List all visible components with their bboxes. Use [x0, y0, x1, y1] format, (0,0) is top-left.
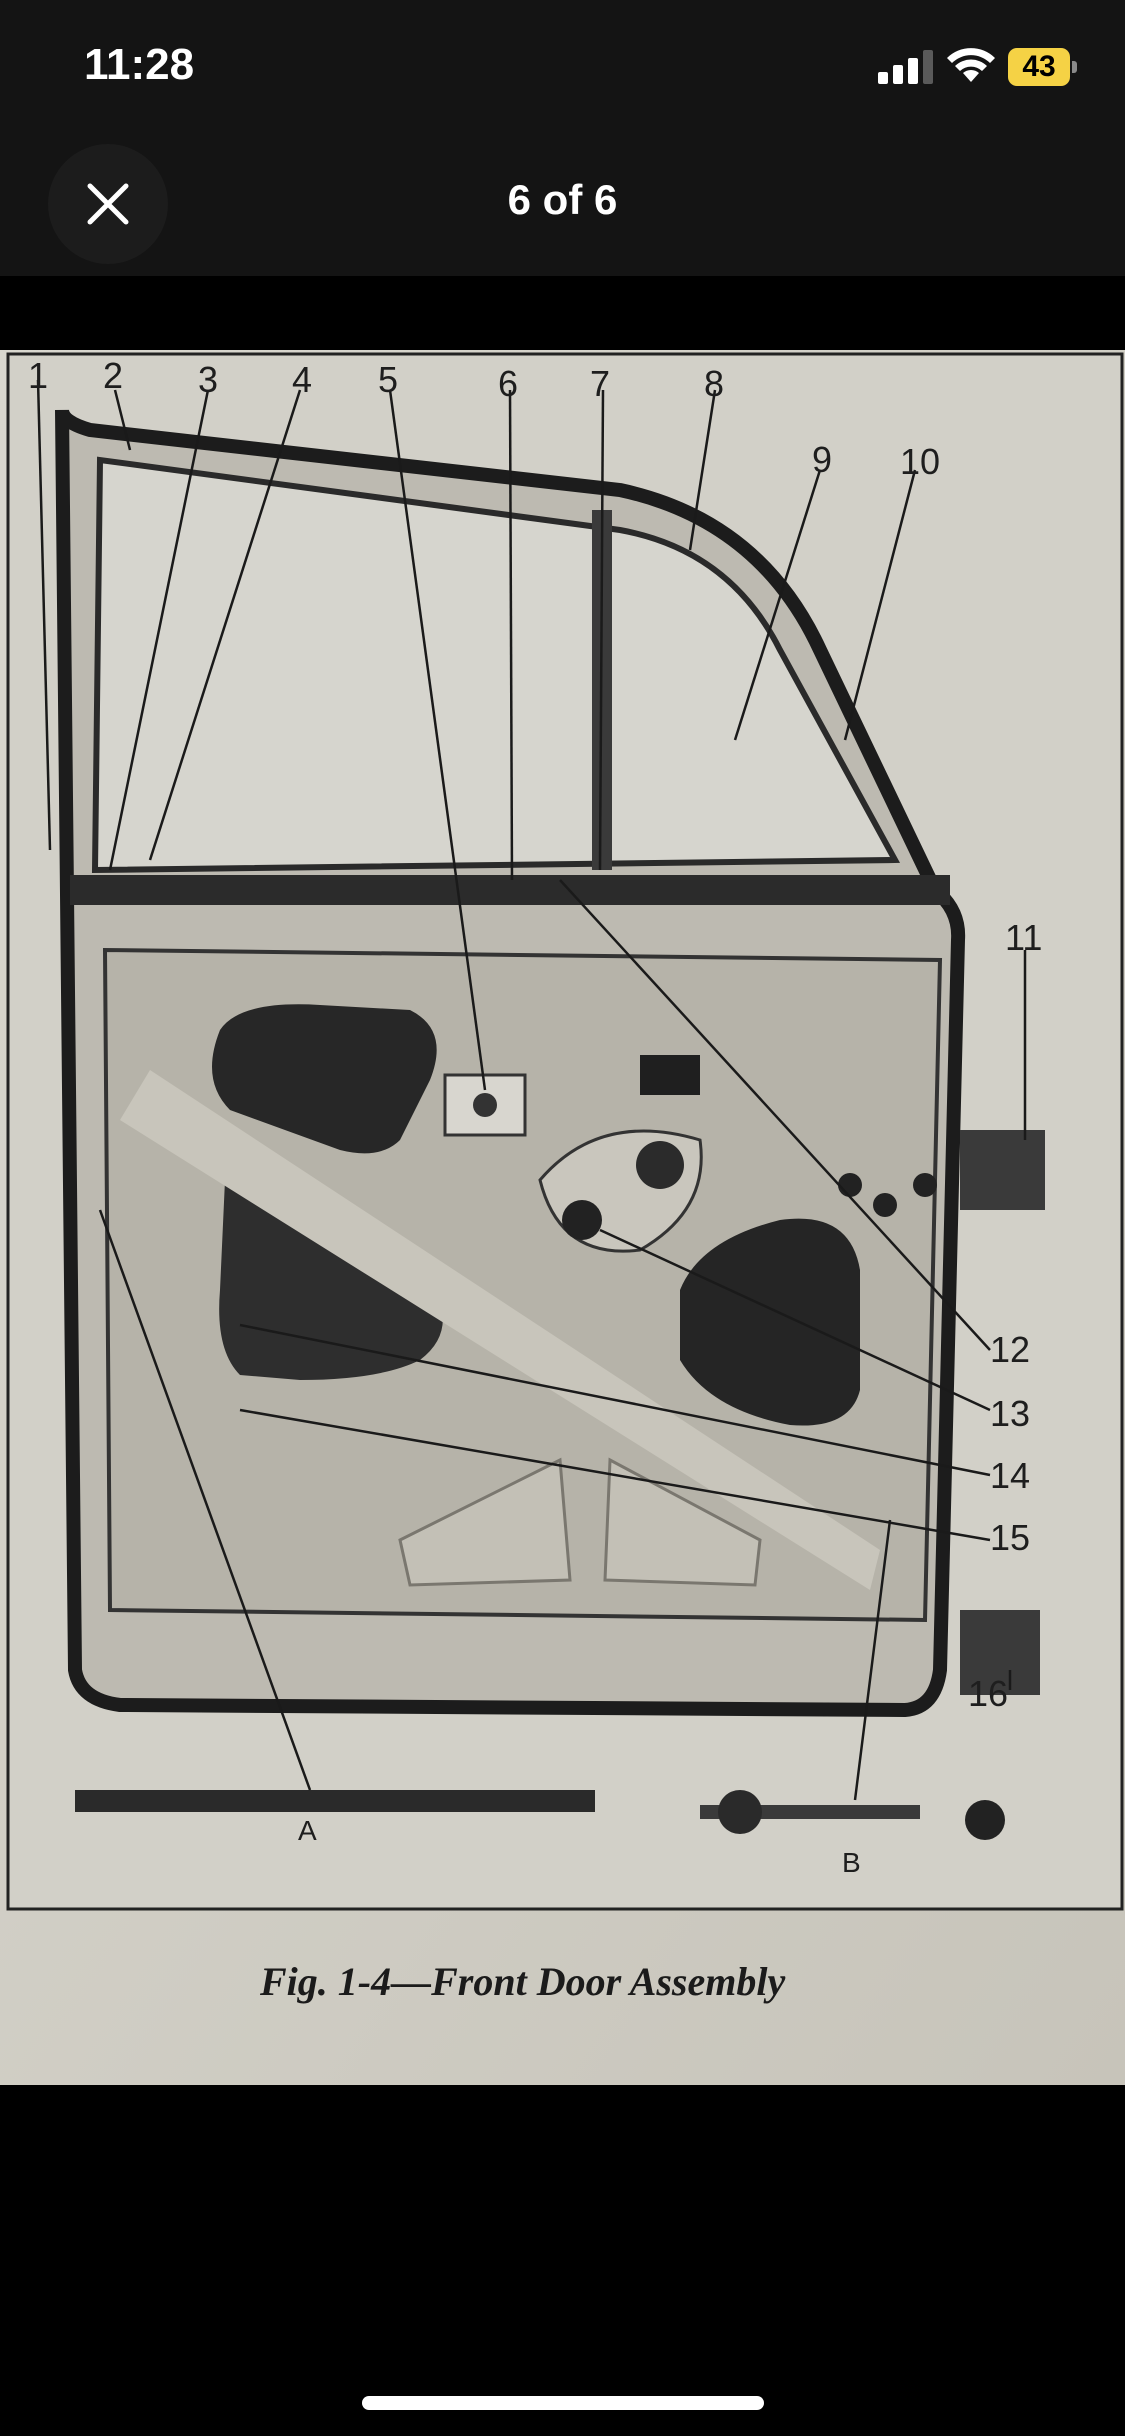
battery-level: 43 [1008, 48, 1070, 86]
callout-1: 1 [28, 355, 48, 396]
nav-bar [0, 140, 1125, 276]
door-assembly-photo: 1 2 3 4 5 6 7 8 9 10 11 12 13 14 15 16 A… [0, 350, 1125, 2085]
callout-6: 6 [498, 363, 518, 404]
cellular-signal-icon [878, 50, 933, 84]
callout-7: 7 [590, 363, 610, 404]
callout-14: 14 [990, 1455, 1030, 1496]
status-bar: 11:28 43 [0, 0, 1125, 140]
callout-4: 4 [292, 359, 312, 400]
callout-12: 12 [990, 1329, 1030, 1370]
wifi-icon [947, 48, 995, 82]
callout-13: 13 [990, 1393, 1030, 1434]
callout-11: 11 [1005, 917, 1042, 958]
close-button[interactable] [48, 144, 168, 264]
callout-5: 5 [378, 359, 398, 400]
part-label-a: A [298, 1815, 317, 1846]
status-time: 11:28 [84, 40, 195, 89]
home-indicator[interactable] [362, 2396, 764, 2410]
close-icon [87, 183, 129, 225]
callout-10: 10 [900, 441, 940, 482]
battery-icon: 43 [1008, 48, 1078, 86]
callout-8: 8 [704, 363, 724, 404]
callout-9: 9 [812, 439, 832, 480]
figure-caption: Fig. 1-4—Front Door Assembly [259, 1959, 785, 2004]
photo-counter: 6 of 6 [507, 176, 618, 223]
callout-2: 2 [103, 355, 123, 396]
callout-16: 16 [968, 1673, 1008, 1714]
callout-15: 15 [990, 1517, 1030, 1558]
photo-viewer[interactable]: 1 2 3 4 5 6 7 8 9 10 11 12 13 14 15 16 A… [0, 276, 1125, 2085]
part-label-b: B [842, 1847, 861, 1878]
battery-cap [1072, 61, 1077, 73]
callout-3: 3 [198, 359, 218, 400]
